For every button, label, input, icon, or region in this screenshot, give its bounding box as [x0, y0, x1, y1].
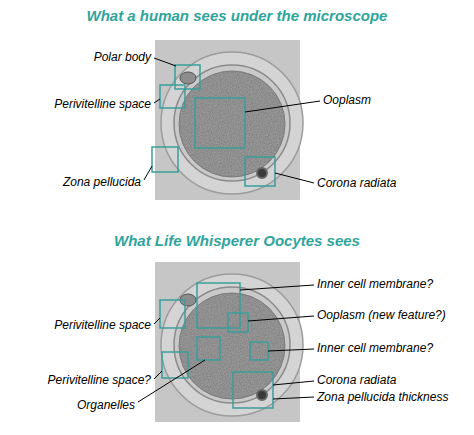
part-label: Zona pellucida [63, 175, 141, 189]
part-label: Corona radiata [317, 373, 396, 387]
part-label: Ooplasm [323, 93, 371, 107]
part-label: Polar body [94, 50, 151, 64]
part-label: Perivitelline space [54, 97, 151, 111]
panel-title: What Life Whisperer Oocytes sees [114, 232, 360, 250]
part-label: Inner cell membrane? [317, 341, 433, 355]
panel-title: What a human sees under the microscope [87, 7, 388, 25]
part-label: Zona pellucida thickness [317, 390, 448, 404]
part-label: Corona radiata [317, 176, 396, 190]
part-label: Organelles [77, 398, 135, 412]
part-label: Perivitelline space? [48, 373, 151, 387]
part-label: Perivitelline space [54, 318, 151, 332]
part-label: Ooplasm (new feature?) [317, 308, 446, 322]
part-label: Inner cell membrane? [317, 277, 433, 291]
